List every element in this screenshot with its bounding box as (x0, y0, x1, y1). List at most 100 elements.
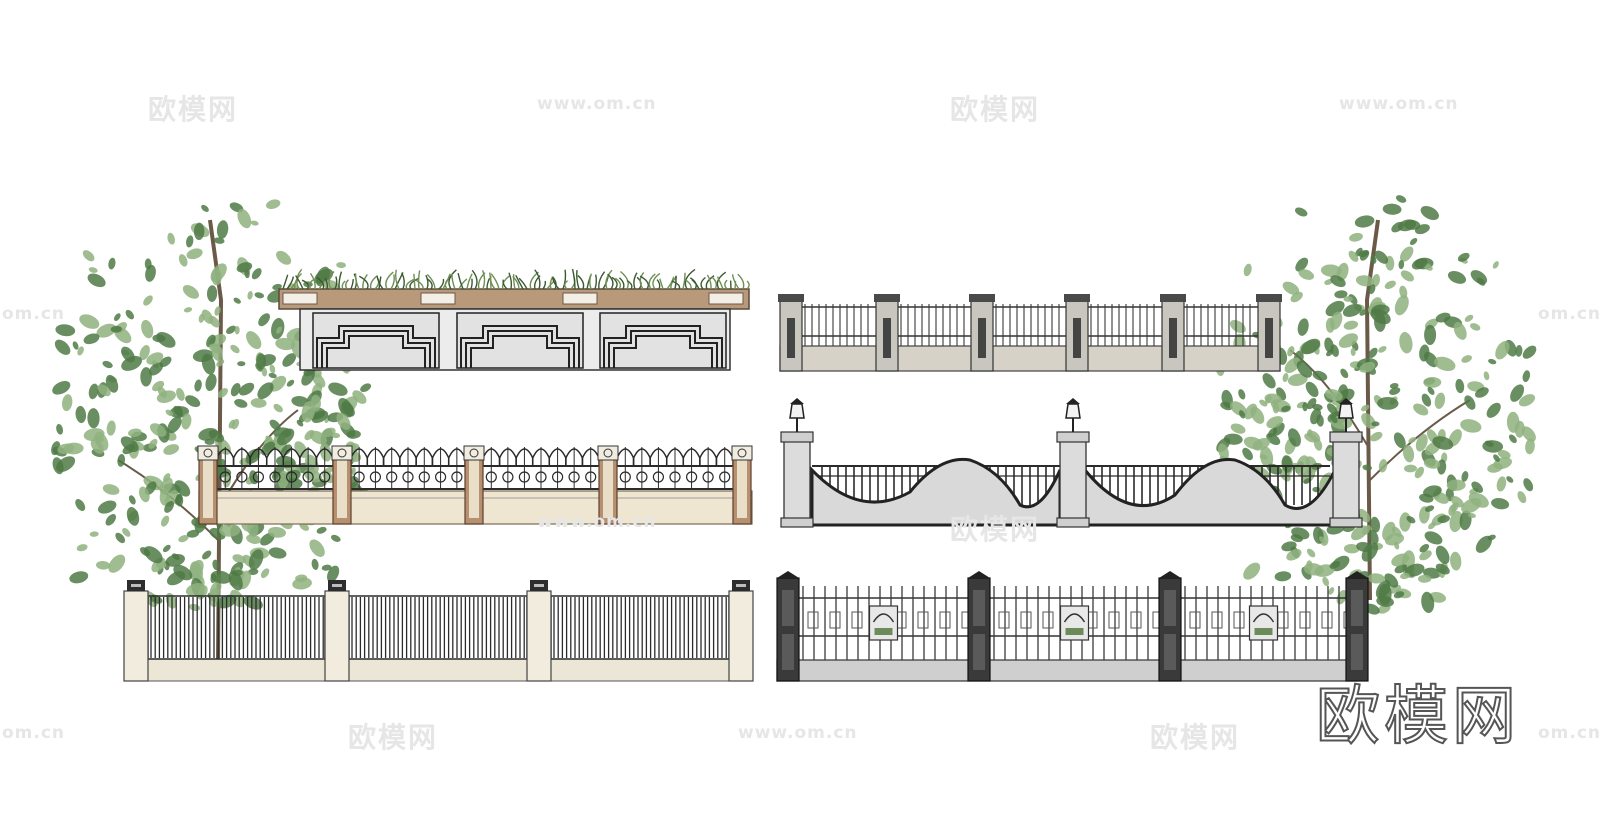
tree-leaf (56, 423, 64, 435)
grass-blade (295, 275, 304, 290)
grass-blade (711, 276, 718, 290)
grass-blade (448, 269, 457, 290)
grass-blade (534, 269, 541, 290)
tree-leaf (1400, 572, 1410, 580)
ring (585, 471, 597, 483)
tree-leaf (1413, 403, 1429, 416)
planter-plate (420, 292, 456, 305)
planter-plate (708, 292, 744, 305)
grass-blade (425, 274, 429, 290)
tree-leaf (75, 405, 87, 424)
tree-leaf (167, 232, 175, 245)
tree-leaf (1287, 373, 1308, 386)
tree-leaf (275, 455, 296, 469)
grass-blade (466, 273, 473, 290)
tree-leaf (117, 454, 126, 467)
grass-blade (562, 269, 567, 290)
emblem-planter (874, 628, 893, 635)
tree-leaf (1368, 529, 1379, 545)
tree-leaf (1294, 207, 1308, 217)
tree-leaf (248, 549, 264, 570)
post-inlay (203, 460, 213, 518)
ring (619, 471, 631, 483)
tree-leaf (319, 443, 332, 462)
pillar-cap (1056, 431, 1090, 443)
tree-leaf (1484, 440, 1494, 447)
tree-leaf (1355, 247, 1363, 257)
grass-blade (426, 277, 433, 290)
tree-leaf (108, 257, 116, 270)
tree-leaf (1370, 516, 1381, 533)
grass-blade (490, 273, 500, 290)
tree-leaf (346, 430, 361, 439)
tree-leaf (1338, 333, 1359, 348)
grass-blade (607, 273, 614, 290)
tree-leaf (260, 532, 275, 546)
grass-blade (362, 273, 368, 290)
post-cap (197, 445, 219, 461)
tree-leaf (1312, 370, 1328, 381)
tree-leaf (1378, 459, 1388, 473)
grid-cell (998, 611, 1010, 629)
tree-leaf (69, 571, 89, 584)
tree-leaf (1391, 221, 1404, 233)
tree-leaf (1421, 393, 1432, 407)
tree-leaf (1394, 295, 1409, 316)
tree-leaf (250, 220, 259, 226)
watermark-cn: 欧模网 (1150, 721, 1241, 754)
grass-blade (571, 268, 576, 290)
tree-leaf (194, 379, 202, 392)
tree-leaf (1376, 596, 1394, 607)
tree-leaf (1281, 541, 1297, 552)
tree-leaf (1281, 455, 1293, 473)
watermark-url: www.om.cn (738, 723, 858, 743)
tree-leaf (1488, 358, 1497, 365)
tree-leaf (102, 360, 113, 369)
lamp-top (1066, 398, 1080, 404)
ring (518, 471, 531, 483)
tree-leaf (1296, 360, 1313, 378)
ring (652, 471, 665, 483)
tree-leaf (1243, 263, 1252, 277)
tree-leaf (1449, 510, 1463, 533)
tree-leaf (166, 571, 186, 586)
cream-posts (123, 580, 754, 682)
tree-leaf (88, 383, 99, 400)
tree-leaf (174, 480, 191, 497)
tree-leaf (1298, 269, 1315, 280)
grass-blade (512, 275, 520, 290)
tree-leaf (1510, 384, 1525, 402)
planter-grass (282, 268, 750, 290)
tree-leaf (97, 384, 111, 397)
watermark-cn: 欧模网 (148, 93, 239, 126)
lamp-icon (789, 403, 805, 419)
tree-leaf (216, 359, 225, 367)
post-cap (597, 445, 619, 461)
cream-bar-fence (123, 580, 754, 682)
tree-leaf (1367, 573, 1385, 584)
grey-pillar-fence (778, 294, 1282, 372)
grass-blade (551, 276, 557, 290)
tree-leaf (254, 292, 265, 299)
tree-leaf (246, 534, 262, 544)
tree-leaf (186, 529, 200, 538)
tree-leaf (1267, 427, 1278, 438)
grass-blade (457, 273, 464, 290)
ornate-iron-fence (197, 445, 753, 525)
tree-leaf (1389, 383, 1399, 389)
cap-ornament (337, 448, 347, 458)
arch-step (460, 325, 580, 368)
grid-cell (829, 611, 841, 629)
tree-leaf (1319, 536, 1326, 544)
tree-leaf (1362, 464, 1372, 471)
arch-step (603, 325, 723, 368)
grass-blade (716, 276, 724, 290)
grass-blade (682, 272, 686, 290)
tree-leaf (316, 526, 327, 534)
ring (269, 471, 281, 483)
tree-leaf (1252, 438, 1270, 451)
grass-blade (502, 279, 508, 290)
tree-leaf (1305, 381, 1319, 398)
tree-leaf (234, 326, 240, 335)
